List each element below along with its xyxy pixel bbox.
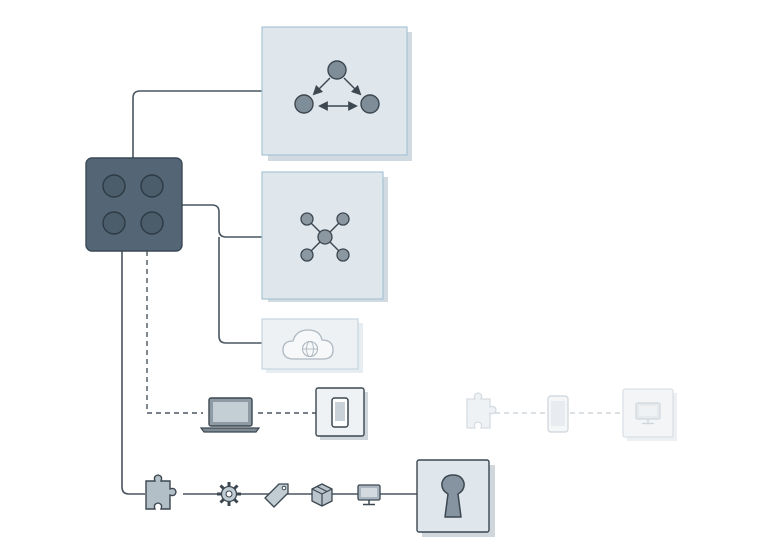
tag-icon <box>264 483 289 508</box>
connector-hub-to-cloud-panel <box>218 237 263 344</box>
hub-block <box>85 157 183 252</box>
hub-port <box>140 174 164 198</box>
hub-port <box>140 211 164 235</box>
cloud-globe-icon <box>282 329 334 360</box>
star-network-icon <box>300 212 350 262</box>
faded-monitor-box <box>622 388 677 441</box>
faded-device-chain <box>466 388 677 441</box>
connector-hub-to-middle-panel <box>181 204 263 238</box>
middle-network-panel <box>261 171 388 302</box>
hub-port <box>102 211 126 235</box>
smartphone-icon <box>331 397 349 428</box>
gear-icon <box>217 482 241 506</box>
connector-hub-to-chain <box>121 251 145 495</box>
laptop-icon <box>199 397 261 433</box>
keyhole-lock-icon <box>441 474 465 518</box>
connector-hub-to-top-panel <box>132 90 263 158</box>
package-box-icon <box>311 483 333 507</box>
triangle-network-icon <box>294 60 380 114</box>
hub-port <box>102 174 126 198</box>
lock-box <box>416 459 495 537</box>
puzzle-piece-icon <box>145 474 177 510</box>
phone-device-box <box>315 387 368 440</box>
faded-puzzle-piece-icon <box>466 392 497 429</box>
top-network-panel <box>261 26 412 161</box>
connector-hub-to-laptop <box>146 251 203 414</box>
faded-smartphone-icon <box>547 395 569 433</box>
monitor-icon <box>357 484 381 506</box>
cloud-panel <box>261 318 363 373</box>
faded-monitor-icon <box>635 402 661 425</box>
